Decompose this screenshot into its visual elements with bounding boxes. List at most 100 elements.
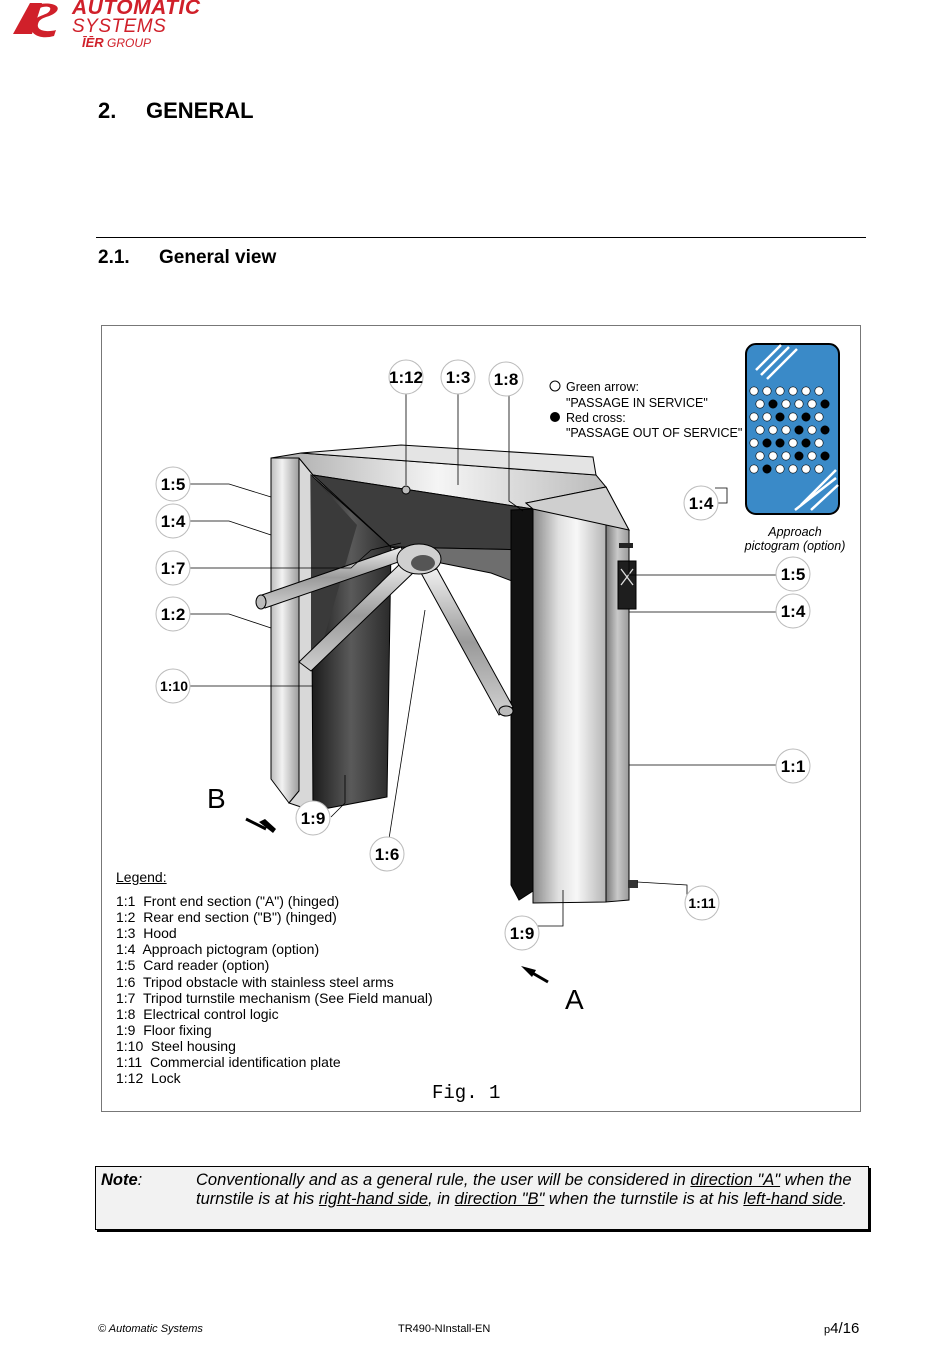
legend-item: 1:12 Lock (116, 1070, 181, 1087)
red-cross-indicator-icon (550, 412, 560, 422)
led-dot (820, 399, 830, 409)
svg-text:1:9: 1:9 (510, 924, 535, 943)
tripod-obstacle (255, 543, 514, 717)
callout-1-9-right: 1:9 (504, 915, 540, 951)
section-heading: 2.GENERAL (98, 98, 254, 123)
front-end-section (510, 486, 638, 904)
legend-item: 1:1 Front end section ("A") (hinged) (116, 893, 340, 910)
cross-icon (620, 568, 634, 586)
led-dot (775, 438, 785, 448)
legend-item: 1:5 Card reader (option) (116, 957, 270, 974)
callout-1-6: 1:6 (369, 836, 405, 872)
identification-plate (628, 880, 638, 888)
led-dot (788, 412, 798, 422)
led-dot (762, 464, 772, 474)
figure-caption: Fig. 1 (432, 1082, 501, 1104)
led-dot (762, 412, 772, 422)
svg-text:1:1: 1:1 (781, 757, 806, 776)
green-arrow-indicator-icon (549, 380, 561, 392)
svg-text:1:10: 1:10 (160, 678, 188, 694)
side-pictogram (617, 560, 637, 610)
note-text: Conventionally and as a general rule, th… (196, 1171, 852, 1208)
led-dot (807, 425, 817, 435)
callout-1-4-right: 1:4 (775, 593, 811, 629)
callout-1-7: 1:7 (155, 550, 191, 586)
company-logo: AUTOMATIC SYSTEMS ĪĒR GROUP (10, 0, 200, 52)
svg-text:Green arrow:: Green arrow: (566, 380, 639, 394)
note-label: Note: (101, 1171, 143, 1189)
footer-copyright: © Automatic Systems (98, 1323, 203, 1335)
led-dot (788, 386, 798, 396)
legend-item: 1:10 Steel housing (116, 1037, 236, 1054)
led-dot (814, 464, 824, 474)
lock-icon (401, 485, 411, 495)
led-matrix (749, 386, 830, 474)
svg-text:1:3: 1:3 (446, 368, 471, 387)
card-reader-slot (619, 543, 633, 548)
svg-text:1:5: 1:5 (161, 475, 186, 494)
led-dot (749, 386, 759, 396)
led-dot (749, 412, 759, 422)
led-dot (788, 464, 798, 474)
svg-text:1:4: 1:4 (689, 494, 714, 513)
led-dot (814, 386, 824, 396)
callout-1-5-left: 1:5 (155, 466, 191, 502)
leader-lines (189, 393, 777, 927)
pictogram-caption-1: Approach (767, 525, 822, 539)
led-dot (749, 438, 759, 448)
led-dot (801, 438, 811, 448)
led-dot (768, 451, 778, 461)
svg-text:Red cross:: Red cross: (566, 411, 626, 425)
svg-text:1:11: 1:11 (688, 895, 715, 911)
approach-pictogram (745, 343, 840, 515)
callout-1-3: 1:3 (440, 359, 476, 395)
led-dot (807, 399, 817, 409)
led-dot (775, 386, 785, 396)
svg-text:1:12: 1:12 (389, 368, 423, 387)
svg-text:1:4: 1:4 (161, 512, 186, 531)
legend-item: 1:7 Tripod turnstile mechanism (See Fiel… (116, 989, 433, 1006)
legend-item: 1:6 Tripod obstacle with stainless steel… (116, 973, 394, 990)
logo-text-systems: SYSTEMS (72, 16, 167, 37)
led-dot (794, 451, 804, 461)
direction-b-label: B (207, 783, 226, 814)
led-dot (749, 464, 759, 474)
led-dot (788, 438, 798, 448)
led-dot (794, 399, 804, 409)
callout-1-11: 1:11 (684, 885, 720, 921)
led-dot (801, 412, 811, 422)
legend-item: 1:11 Commercial identification plate (116, 1054, 341, 1071)
led-dot (775, 464, 785, 474)
legend-item: 1:8 Electrical control logic (116, 1005, 279, 1022)
svg-text:1:9: 1:9 (301, 809, 326, 828)
led-dot (807, 451, 817, 461)
legend-item: 1:9 Floor fixing (116, 1021, 212, 1038)
led-dot (781, 399, 791, 409)
callout-1-8: 1:8 (488, 361, 524, 397)
led-dot (768, 399, 778, 409)
svg-text:"PASSAGE IN SERVICE": "PASSAGE IN SERVICE" (566, 396, 708, 410)
led-dot (755, 451, 765, 461)
legend-heading: Legend: (116, 869, 167, 885)
led-dot (762, 386, 772, 396)
note-box: Note: Conventionally and as a general ru… (95, 1166, 869, 1230)
led-dot (775, 412, 785, 422)
callout-1-9-left: 1:9 (295, 800, 331, 836)
logo-text-group: ĪĒR GROUP (82, 35, 152, 50)
svg-text:1:6: 1:6 (375, 845, 400, 864)
led-dot (814, 438, 824, 448)
led-dot (814, 412, 824, 422)
legend-item: 1:3 Hood (116, 925, 177, 942)
callout-1-5-right: 1:5 (775, 556, 811, 592)
led-dot (801, 386, 811, 396)
svg-text:1:7: 1:7 (161, 559, 186, 578)
led-dot (794, 425, 804, 435)
figure-legend: Legend: 1:1 Front end section ("A") (hin… (116, 869, 433, 1086)
svg-text:1:8: 1:8 (494, 370, 519, 389)
direction-a-arrow (521, 966, 549, 984)
legend-item: 1:4 Approach pictogram (option) (116, 941, 320, 958)
led-dot (781, 451, 791, 461)
callout-1-4-left: 1:4 (155, 503, 191, 539)
subsection-heading: 2.1.General view (98, 247, 277, 268)
section-divider (96, 237, 866, 238)
